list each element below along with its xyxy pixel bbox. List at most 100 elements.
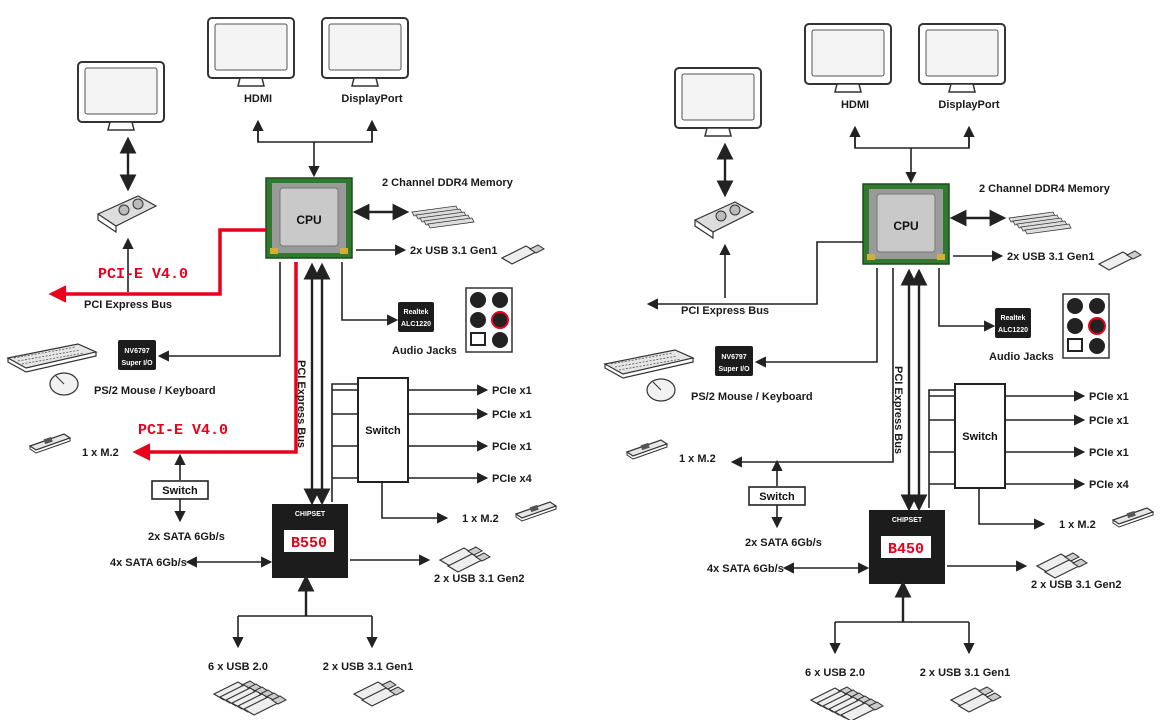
ps2-label: PS/2 Mouse / Keyboard [94, 385, 216, 397]
hdmi-label: HDMI [244, 93, 272, 105]
pcie-output-label: PCIe x1 [1089, 447, 1129, 459]
chipset-label: CHIPSET [295, 511, 326, 518]
audio-jacks-label: Audio Jacks [392, 345, 457, 357]
m2-card-right-icon [1112, 507, 1154, 528]
pcie-bus-line [646, 241, 863, 310]
displayport-label: DisplayPort [938, 99, 999, 111]
superio-line1: NV6797 [721, 354, 746, 361]
m2-left-label: 1 x M.2 [679, 453, 716, 465]
pcie-switch-box [357, 377, 409, 483]
audio-codec-line2: ALC1220 [401, 321, 431, 328]
hdmi-monitor-icon [804, 23, 892, 93]
superio-chip [118, 340, 156, 370]
m2-card-left-icon [29, 433, 71, 454]
sata-4x-label: 4x SATA 6Gb/s [707, 563, 784, 575]
chipset-model-plate [881, 536, 931, 558]
switch-m2-arrow [381, 482, 449, 524]
pcie-switch-label: Switch [962, 431, 998, 443]
superio-line2: Super I/O [121, 360, 153, 367]
keyboard-icon [7, 343, 97, 373]
audio-codec-chip [995, 308, 1031, 338]
cpu-audio-arrow [938, 268, 996, 332]
usb-stick-icon [1098, 250, 1142, 271]
usb20-label: 6 x USB 2.0 [208, 661, 268, 673]
m2-right-label: 1 x M.2 [1059, 519, 1096, 531]
pcie-output-label: PCIe x1 [1089, 391, 1129, 403]
display-bus-line [854, 134, 970, 149]
audio-codec-line1: Realtek [404, 309, 429, 316]
chipset-label: CHIPSET [892, 517, 923, 524]
audio-codec-chip [398, 302, 434, 332]
pcie-output-label: PCIe x4 [492, 473, 533, 485]
m2-left-line [730, 268, 894, 468]
superio-chip [715, 346, 753, 376]
usb-gen1-bottom-label: 2 x USB 3.1 Gen1 [920, 667, 1011, 679]
audio-codec-line1: Realtek [1001, 315, 1026, 322]
mouse-icon [646, 378, 676, 402]
pcie-bus-label: PCI Express Bus [681, 305, 769, 317]
superio-line1: NV6797 [124, 348, 149, 355]
m2-right-label: 1 x M.2 [462, 513, 499, 525]
pcie-output-label: PCIe x1 [492, 441, 532, 453]
vertical-bus-label: PCI Express Bus [892, 366, 904, 454]
chipset-switch-link [928, 389, 955, 508]
cpu-superio-arrow [157, 262, 281, 362]
displayport-label: DisplayPort [341, 93, 402, 105]
superio-line2: Super I/O [718, 366, 750, 373]
memory-label: 2 Channel DDR4 Memory [382, 177, 514, 189]
cpu-usb-label: 2x USB 3.1 Gen1 [410, 245, 497, 257]
display-bus-line [257, 128, 373, 143]
keyboard-icon [604, 349, 694, 379]
usb-gen1-bottom-label: 2 x USB 3.1 Gen1 [323, 661, 414, 673]
cpu-label: CPU [893, 219, 918, 233]
chipset-model-label: B450 [888, 541, 924, 558]
pcie-v4-label-top: PCI-E V4.0 [98, 266, 188, 283]
graphics-card-icon [97, 195, 157, 233]
sata-2x-label: 2x SATA 6Gb/s [745, 537, 822, 549]
pcie-v4-label-m2: PCI-E V4.0 [138, 422, 228, 439]
displayport-monitor-icon [918, 23, 1006, 93]
ps2-label: PS/2 Mouse / Keyboard [691, 391, 813, 403]
memory-label: 2 Channel DDR4 Memory [979, 183, 1111, 195]
pcie-v4-m2-line [132, 262, 298, 461]
vertical-bus-label: PCI Express Bus [295, 360, 307, 448]
pcie-output-label: PCIe x1 [492, 409, 532, 421]
usb-gen2-label: 2 x USB 3.1 Gen2 [1031, 579, 1122, 591]
m2-left-label: 1 x M.2 [82, 447, 119, 459]
audio-codec-line2: ALC1220 [998, 327, 1028, 334]
m2-card-left-icon [626, 439, 668, 460]
left-monitor-icon [77, 61, 165, 131]
pcie-output-label: PCIe x1 [1089, 415, 1129, 427]
chipset-model-label: B550 [291, 535, 327, 552]
cpu-superio-arrow [754, 268, 878, 368]
cpu-audio-arrow [341, 262, 399, 326]
pcie-v4-bus-line [48, 228, 266, 303]
pcie-bus-label: PCI Express Bus [84, 299, 172, 311]
m2-card-right-icon [515, 501, 557, 522]
sata-switch-label: Switch [162, 485, 198, 497]
usb20-label: 6 x USB 2.0 [805, 667, 865, 679]
usb-gen2-label: 2 x USB 3.1 Gen2 [434, 573, 525, 585]
displayport-monitor-icon [321, 17, 409, 87]
chipset-model-plate [284, 530, 334, 552]
pcie-output-label: PCIe x1 [492, 385, 532, 397]
cpu-usb-label: 2x USB 3.1 Gen1 [1007, 251, 1094, 263]
hdmi-label: HDMI [841, 99, 869, 111]
mouse-icon [49, 372, 79, 396]
usb-stick-icon [501, 244, 545, 265]
chipset-switch-link [331, 383, 358, 502]
pcie-switch-box [954, 383, 1006, 489]
left-monitor-icon [674, 67, 762, 137]
audio-jacks-icon [465, 287, 513, 353]
switch-m2-arrow [978, 488, 1046, 530]
hdmi-monitor-icon [207, 17, 295, 87]
graphics-card-icon [694, 201, 754, 239]
audio-jacks-label: Audio Jacks [989, 351, 1054, 363]
sata-2x-label: 2x SATA 6Gb/s [148, 531, 225, 543]
pcie-switch-label: Switch [365, 425, 401, 437]
cpu-label: CPU [296, 213, 321, 227]
sata-4x-label: 4x SATA 6Gb/s [110, 557, 187, 569]
